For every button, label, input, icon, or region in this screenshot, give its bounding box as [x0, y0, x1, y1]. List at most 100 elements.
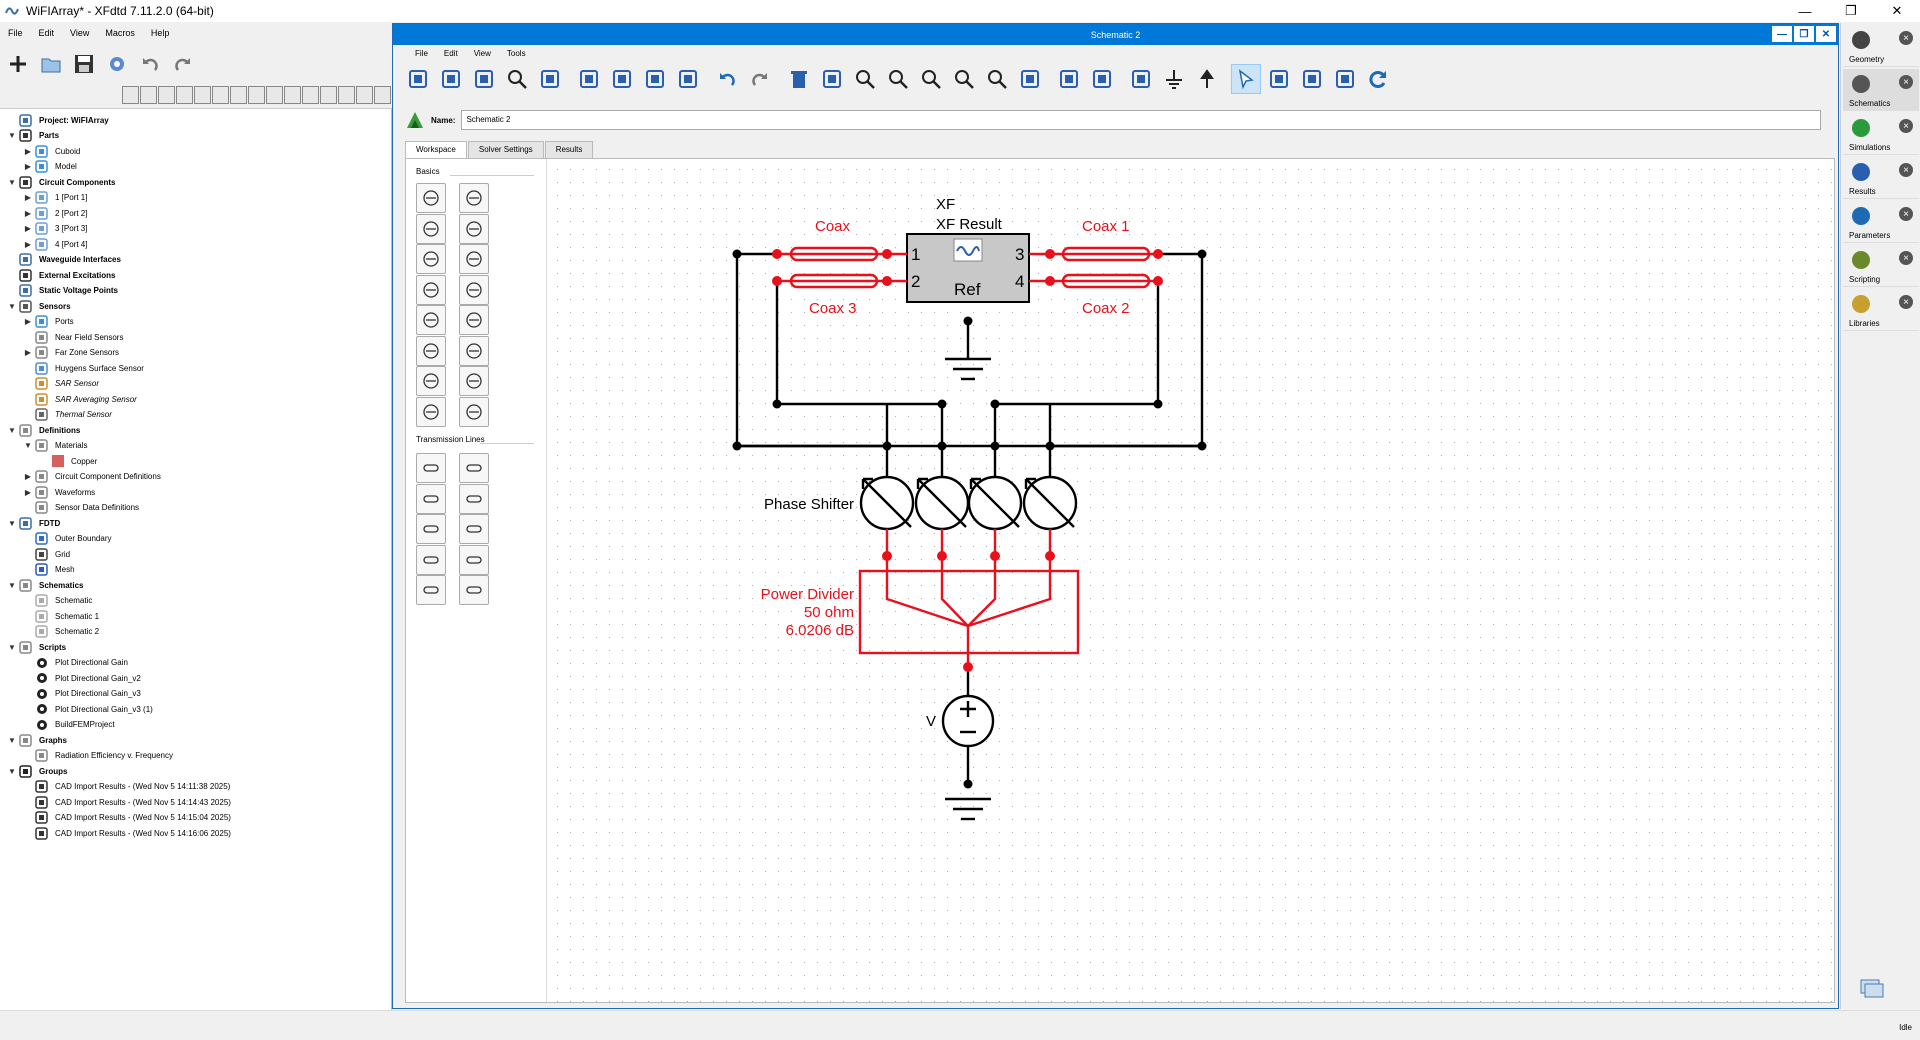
filter-icon[interactable]: [140, 86, 157, 104]
dock-simulations[interactable]: Simulations×: [1843, 113, 1919, 155]
schematic-minimize-button[interactable]: —: [1772, 26, 1792, 42]
save-tool-button[interactable]: [403, 64, 433, 94]
dock-geometry[interactable]: Geometry×: [1843, 25, 1919, 67]
redo-tool-button[interactable]: [745, 64, 775, 94]
collapse-arrow-icon[interactable]: ▼: [8, 518, 16, 528]
expand-arrow-icon[interactable]: ▶: [24, 208, 32, 218]
schematic-close-button[interactable]: ✕: [1816, 26, 1836, 42]
filter-icon[interactable]: [284, 86, 301, 104]
connection-node[interactable]: [772, 276, 782, 286]
tree-item[interactable]: ▶3 [Port 3]: [22, 220, 87, 238]
tree-item[interactable]: Plot Directional Gain_v3 (1): [22, 700, 153, 718]
close-icon[interactable]: ×: [1899, 163, 1913, 177]
tree-item[interactable]: Near Field Sensors: [22, 328, 123, 346]
connection-node[interactable]: [1153, 276, 1163, 286]
tree-item[interactable]: Grid: [22, 545, 70, 563]
tree-item[interactable]: ▼Schematics: [6, 576, 83, 594]
connection-node[interactable]: [1153, 399, 1163, 409]
settings-button[interactable]: [102, 50, 132, 78]
tree-item[interactable]: ▶Circuit Component Definitions: [22, 468, 161, 486]
move-tool-button[interactable]: [1330, 64, 1360, 94]
connection-node[interactable]: [990, 551, 1000, 561]
schematic-menu-tools[interactable]: Tools: [506, 48, 526, 58]
tline-box-palette-button[interactable]: [459, 575, 489, 605]
connect-tool-button[interactable]: [1264, 64, 1294, 94]
pin-tool-button[interactable]: [1126, 64, 1156, 94]
restore-button[interactable]: ❐: [1845, 3, 1857, 18]
collapse-arrow-icon[interactable]: ▼: [8, 425, 16, 435]
pan-tool-button[interactable]: [1297, 64, 1327, 94]
rlc-palette-button[interactable]: [459, 244, 489, 274]
menu-help[interactable]: Help: [150, 28, 170, 38]
settings-tool-button[interactable]: [535, 64, 565, 94]
microstrip-palette-button[interactable]: [416, 483, 446, 514]
tree-item[interactable]: CAD Import Results - (Wed Nov 5 14:11:38…: [22, 778, 230, 796]
filter-icon[interactable]: [266, 86, 283, 104]
diode-palette-button[interactable]: [459, 274, 489, 305]
xf-result-palette-button[interactable]: [416, 335, 446, 366]
close-icon[interactable]: ×: [1899, 119, 1913, 133]
collapse-arrow-icon[interactable]: ▼: [24, 441, 32, 450]
tree-item[interactable]: ▶1 [Port 1]: [22, 189, 87, 207]
tree-item[interactable]: Radiation Efficiency v. Frequency: [22, 747, 173, 765]
expand-arrow-icon[interactable]: ▶: [24, 162, 32, 171]
tree-item[interactable]: Outer Boundary: [22, 530, 111, 548]
name-input[interactable]: Schematic 2: [461, 110, 1822, 130]
connection-node[interactable]: [1045, 276, 1055, 286]
collapse-arrow-icon[interactable]: ▼: [8, 131, 16, 140]
filter-icon[interactable]: [248, 86, 265, 104]
schematic-restore-button[interactable]: ❐: [1794, 26, 1814, 42]
connection-node[interactable]: [937, 551, 947, 561]
filter-icon[interactable]: [212, 86, 229, 104]
connection-node[interactable]: [732, 441, 742, 451]
tree-item[interactable]: ▶Model: [22, 158, 77, 176]
expand-arrow-icon[interactable]: ▶: [24, 146, 32, 156]
tree-item[interactable]: ▼Graphs: [6, 731, 67, 749]
dock-results[interactable]: Results×: [1843, 157, 1919, 199]
arrow-up-tool-button[interactable]: [1192, 64, 1222, 94]
sparam-palette-button[interactable]: [459, 305, 489, 335]
tree-item[interactable]: Schematic 2: [22, 623, 99, 641]
close-icon[interactable]: ×: [1899, 31, 1913, 45]
zoom-region-tool-button[interactable]: [883, 64, 913, 94]
collapse-arrow-icon[interactable]: ▼: [8, 580, 16, 590]
tree-item[interactable]: Mesh: [22, 561, 75, 579]
connection-node[interactable]: [1197, 249, 1207, 259]
pointer-tool-button[interactable]: [1231, 64, 1261, 94]
connection-node[interactable]: [963, 779, 973, 789]
connection-node[interactable]: [990, 441, 1000, 451]
connection-node[interactable]: [772, 399, 782, 409]
menu-macros[interactable]: Macros: [105, 28, 135, 38]
schematic-menu-edit[interactable]: Edit: [443, 48, 458, 58]
undo-tool-button[interactable]: [712, 64, 742, 94]
tree-item[interactable]: Schematic: [22, 592, 92, 610]
filter-icon[interactable]: [194, 86, 211, 104]
tline-load-palette-button[interactable]: [416, 575, 446, 605]
coupler-palette-button[interactable]: [459, 544, 489, 575]
tline-bend-palette-button[interactable]: [459, 483, 489, 514]
expand-arrow-icon[interactable]: ▶: [24, 224, 32, 233]
connection-node[interactable]: [882, 276, 892, 286]
tline-tee-palette-button[interactable]: [416, 514, 446, 544]
tree-item[interactable]: Waveguide Interfaces: [6, 251, 121, 269]
tab-workspace[interactable]: Workspace: [405, 141, 467, 159]
dock-windows-icon[interactable]: [1859, 978, 1885, 1002]
zoom-extents-tool-button[interactable]: [982, 64, 1012, 94]
dock-parameters[interactable]: Parameters×: [1843, 201, 1919, 243]
connection-node[interactable]: [882, 551, 892, 561]
dock-libraries[interactable]: Libraries×: [1843, 289, 1919, 331]
tree-item[interactable]: ▶Ports: [22, 313, 74, 331]
collapse-arrow-icon[interactable]: ▼: [8, 735, 16, 745]
import-tool-button[interactable]: [469, 64, 499, 94]
connection-node[interactable]: [732, 249, 742, 259]
tree-item[interactable]: ▶2 [Port 2]: [22, 204, 87, 222]
expand-arrow-icon[interactable]: ▶: [24, 239, 32, 249]
filter-icon[interactable]: [356, 86, 373, 104]
export-tool-button[interactable]: [640, 64, 670, 94]
ground-tool-button[interactable]: [1159, 64, 1189, 94]
filter-icon[interactable]: [302, 86, 319, 104]
network-tool-button[interactable]: [574, 64, 604, 94]
save-button[interactable]: [69, 50, 99, 78]
coax-line-palette-button[interactable]: [416, 453, 446, 483]
nonlinear-palette-button[interactable]: [416, 305, 446, 335]
